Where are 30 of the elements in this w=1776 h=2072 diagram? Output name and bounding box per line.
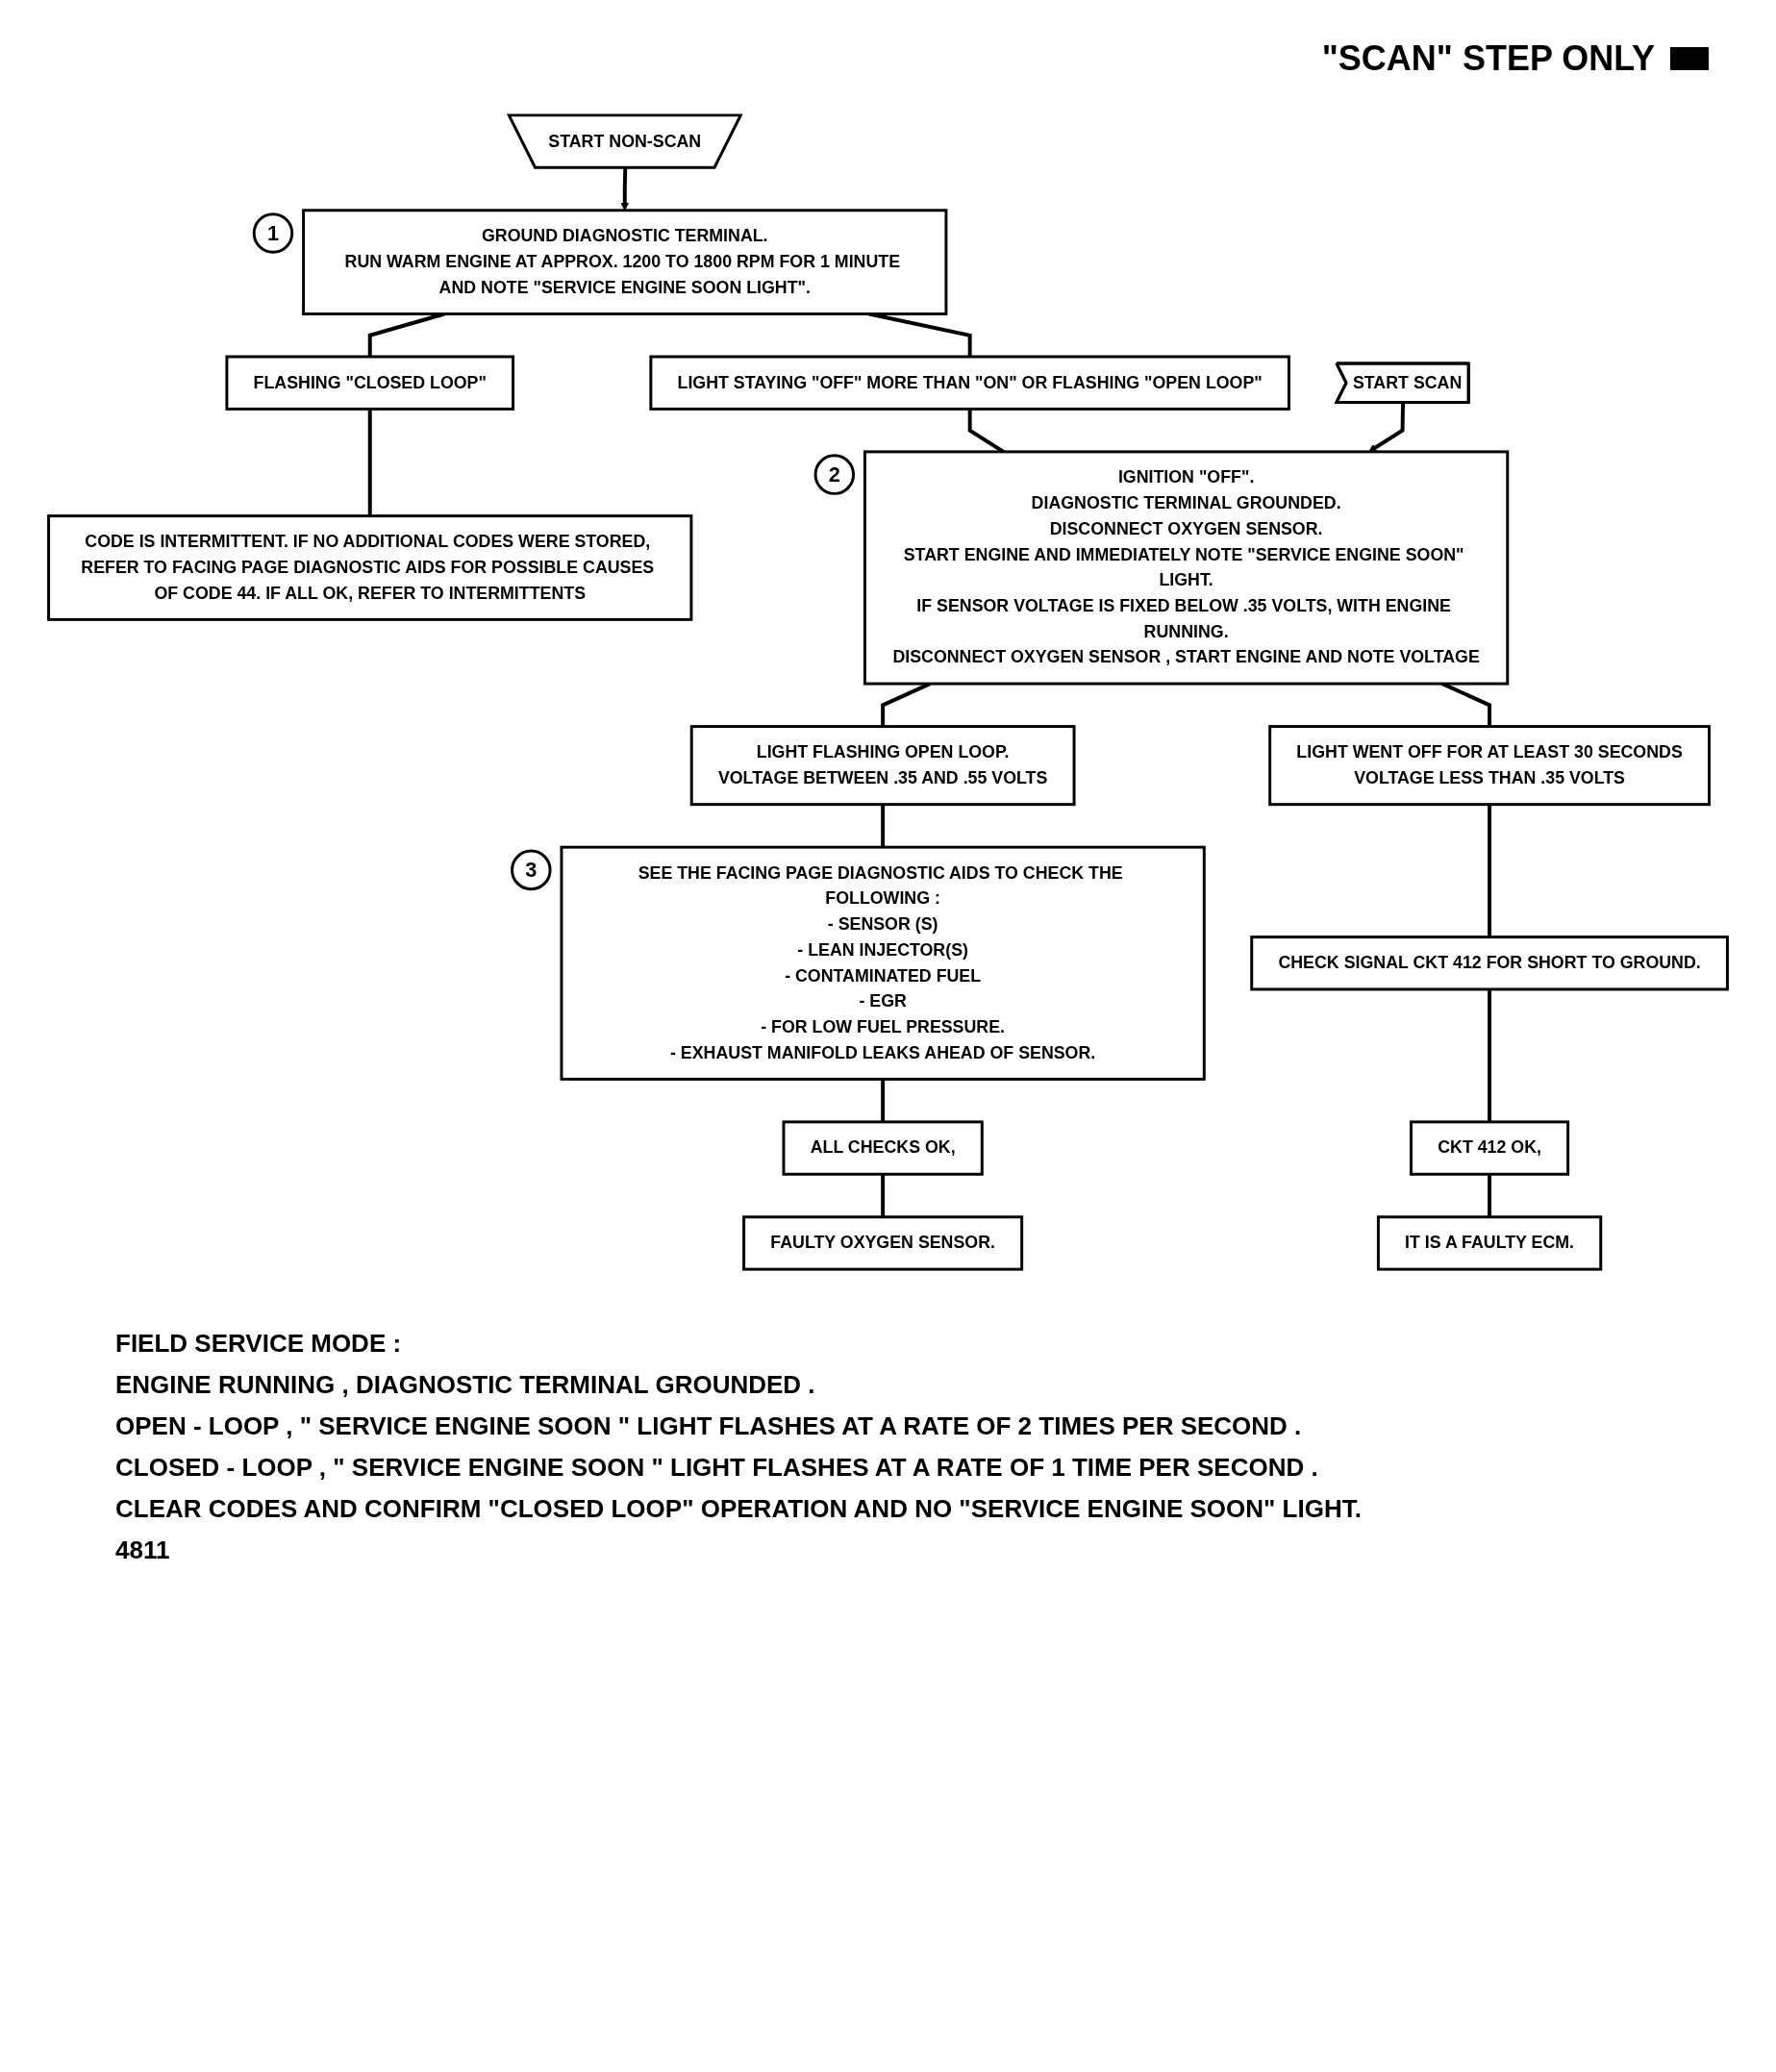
note-text: ENGINE RUNNING , DIAGNOSTIC TERMINAL GROUNDED . <box>115 1370 815 1400</box>
step-number: 2 <box>813 454 856 495</box>
connector <box>881 1174 886 1217</box>
note-text: OPEN - LOOP , " SERVICE ENGINE SOON " LIGHT FLASHES AT A RATE OF 2 TIMES PER SECOND . <box>115 1411 1302 1441</box>
node-box: IT IS A FAULTY ECM. <box>1376 1215 1603 1271</box>
node-box: CKT 412 OK, <box>1410 1120 1570 1176</box>
node-box: LIGHT WENT OFF FOR AT LEAST 30 SECONDS VOLTAGE LESS THAN .35 VOLTS <box>1268 725 1711 807</box>
legend-text: "SCAN" STEP ONLY <box>1321 38 1655 79</box>
connector <box>881 1079 886 1122</box>
note-text: CLOSED - LOOP , " SERVICE ENGINE SOON " LIGHT FLASHES AT A RATE OF 1 TIME PER SECOND . <box>115 1453 1318 1483</box>
connector <box>881 804 886 848</box>
note-text: CLEAR CODES AND CONFIRM "CLOSED LOOP" OPERATION AND NO "SERVICE ENGINE SOON" LIGHT. <box>115 1494 1362 1524</box>
node-box: SEE THE FACING PAGE DIAGNOSTIC AIDS TO CHECK THE FOLLOWING : - SENSOR (S) - LEAN INJECTOR(S) - CONTAMINATED FUEL - EGR - FOR LOW FUEL PRESSURE. - EXHAUST MANIFOLD LEAKS AHEAD OF SENSOR. <box>560 845 1206 1081</box>
node-box: CHECK SIGNAL CKT 412 FOR SHORT TO GROUND. <box>1250 936 1729 991</box>
connector <box>1488 804 1492 937</box>
node-box: ALL CHECKS OK, <box>782 1120 984 1176</box>
connector <box>1488 1174 1492 1217</box>
note-text: 4811 <box>115 1535 170 1565</box>
node-box: FAULTY OXYGEN SENSOR. <box>742 1215 1024 1271</box>
node-box: LIGHT FLASHING OPEN LOOP. VOLTAGE BETWEEN .35 AND .55 VOLTS <box>689 725 1076 807</box>
node-box: CODE IS INTERMITTENT. IF NO ADDITIONAL CODES WERE STORED, REFER TO FACING PAGE DIAGNOSTIC AIDS FOR POSSIBLE CAUSES OF CODE 44. IF ALL OK, REFER TO INTERMITTENTS <box>47 514 693 621</box>
node-box: GROUND DIAGNOSTIC TERMINAL. RUN WARM ENGINE AT APPROX. 1200 TO 1800 RPM FOR 1 MINUTE AND NOTE "SERVICE ENGINE SOON LIGHT". <box>302 209 948 315</box>
step-number: 1 <box>252 212 294 254</box>
step-number: 3 <box>511 849 552 891</box>
connector <box>1488 988 1492 1122</box>
node-box: IGNITION "OFF". DIAGNOSTIC TERMINAL GROUNDED. DISCONNECT OXYGEN SENSOR. START ENGINE AND IMMEDIATELY NOTE "SERVICE ENGINE SOON" LIGHT. IF SENSOR VOLTAGE IS FIXED BELOW .35 VOLTS, WITH ENGINE RUNNING. DISCONNECT OXYGEN SENSOR , START ENGINE AND NOTE VOLTAGE <box>863 450 1510 686</box>
note-text: FIELD SERVICE MODE : <box>115 1329 402 1359</box>
connector <box>367 409 372 516</box>
node-box: FLASHING "CLOSED LOOP" <box>225 355 515 411</box>
node-box: LIGHT STAYING "OFF" MORE THAN "ON" OR FLASHING "OPEN LOOP" <box>649 355 1290 411</box>
